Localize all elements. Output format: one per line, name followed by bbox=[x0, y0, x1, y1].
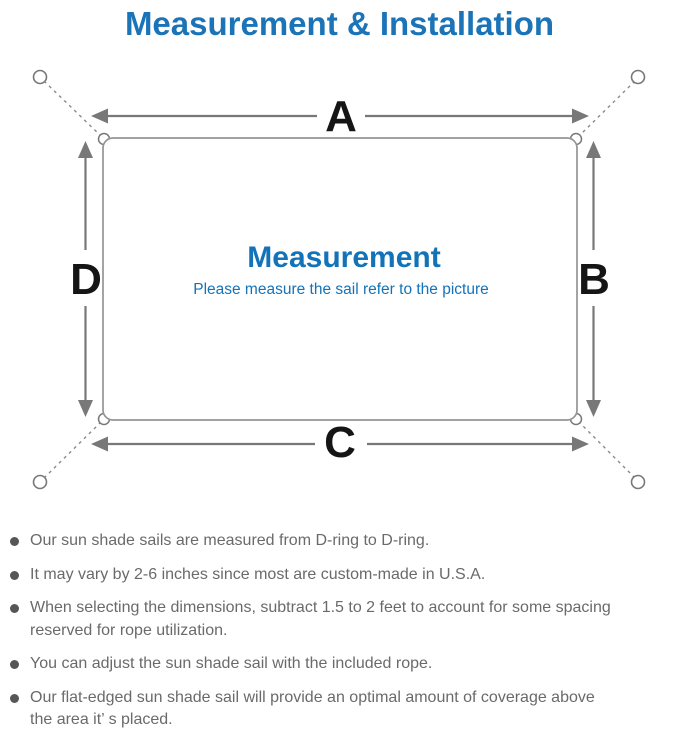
measurement-diagram: A B C D Measurement Please measure the s… bbox=[32, 69, 646, 490]
dimension-label-right: B bbox=[578, 255, 610, 304]
anchor-ring-top-right bbox=[630, 69, 646, 85]
arrowhead-bottom-right-icon bbox=[572, 436, 589, 452]
dimension-label-top: A bbox=[325, 92, 357, 141]
anchor-ring-bottom-left bbox=[32, 474, 48, 490]
rope-dashed-line-top-left bbox=[43, 80, 102, 137]
note-line: Our flat-edged sun shade sail will provi… bbox=[30, 688, 595, 706]
note-item-adjust-rope: You can adjust the sun shade sail with t… bbox=[10, 653, 675, 676]
note-line: You can adjust the sun shade sail with t… bbox=[30, 655, 433, 672]
arrowhead-left-down-icon bbox=[78, 400, 93, 417]
arrowhead-right-down-icon bbox=[586, 400, 601, 417]
note-text: Our flat-edged sun shade sail will provi… bbox=[30, 687, 595, 732]
bullet-dot-icon bbox=[10, 604, 19, 613]
arrowhead-top-left-icon bbox=[91, 108, 108, 124]
note-line: the area it’ s placed. bbox=[30, 711, 173, 728]
arrowhead-left-up-icon bbox=[78, 141, 93, 158]
dimension-label-left: D bbox=[70, 255, 102, 304]
note-item-flat-edged-coverage: Our flat-edged sun shade sail will provi… bbox=[10, 687, 675, 732]
note-line: Our sun shade sails are measured from D-… bbox=[30, 532, 430, 549]
note-item-vary-inches: It may vary by 2-6 inches since most are… bbox=[10, 564, 675, 587]
note-item-subtract-feet: When selecting the dimensions, subtract … bbox=[10, 597, 675, 642]
rope-dashed-line-bottom-left bbox=[43, 421, 102, 479]
notes-list: Our sun shade sails are measured from D-… bbox=[0, 530, 679, 732]
note-line: reserved for rope utilization. bbox=[30, 621, 228, 639]
anchor-ring-bottom-right bbox=[630, 474, 646, 490]
diagram-center-subtitle: Please measure the sail refer to the pic… bbox=[193, 281, 489, 298]
diagram-center-title: Measurement bbox=[247, 241, 440, 274]
note-line: It may vary by 2-6 inches since most are… bbox=[30, 565, 486, 583]
bullet-dot-icon bbox=[10, 570, 19, 580]
bullet-dot-icon bbox=[10, 693, 19, 703]
arrowhead-top-right-icon bbox=[572, 108, 589, 124]
bullet-dot-icon bbox=[10, 537, 19, 546]
anchor-ring-top-left bbox=[32, 69, 48, 85]
note-item-measured-d-ring: Our sun shade sails are measured from D-… bbox=[10, 530, 675, 553]
note-text: When selecting the dimensions, subtract … bbox=[30, 597, 611, 642]
note-line: When selecting the dimensions, subtract … bbox=[30, 599, 611, 616]
arrowhead-bottom-left-icon bbox=[91, 436, 108, 452]
rope-dashed-line-top-right bbox=[578, 80, 636, 137]
sail-panel bbox=[102, 137, 578, 421]
arrowhead-right-up-icon bbox=[586, 141, 601, 158]
rope-dashed-line-bottom-right bbox=[578, 421, 636, 479]
page-title: Measurement & Installation bbox=[124, 5, 555, 42]
note-text: It may vary by 2-6 inches since most are… bbox=[30, 564, 485, 587]
note-text: You can adjust the sun shade sail with t… bbox=[30, 653, 432, 676]
note-text: Our sun shade sails are measured from D-… bbox=[30, 530, 429, 553]
dimension-label-bottom: C bbox=[324, 418, 356, 467]
bullet-dot-icon bbox=[10, 660, 19, 669]
